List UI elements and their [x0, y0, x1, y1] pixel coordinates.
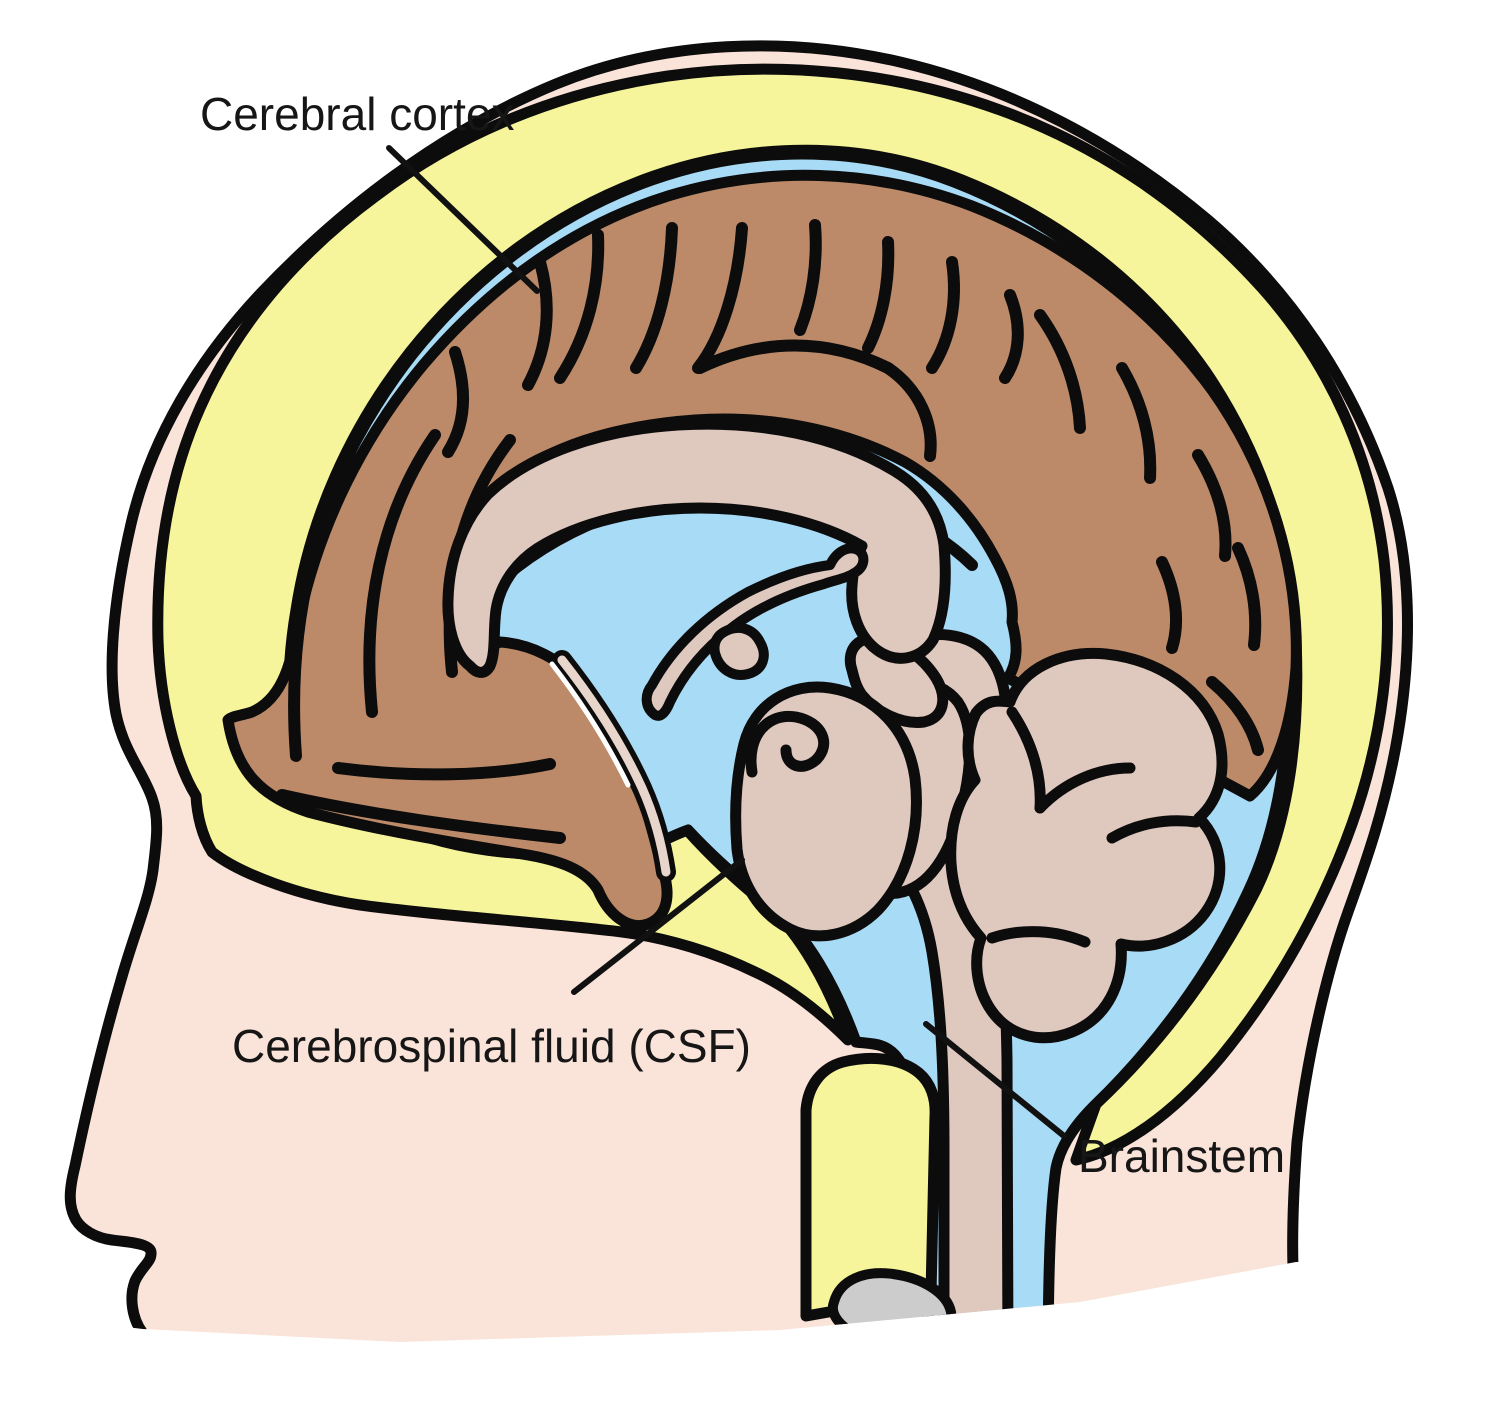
vertebra-bone [800, 1052, 941, 1322]
cerebral-cortex [222, 169, 1302, 931]
label-cerebral-cortex: Cerebral cortex [200, 88, 514, 140]
fornix [641, 543, 869, 721]
label-brainstem: Brainstem [1078, 1130, 1285, 1182]
cerebellum [945, 647, 1228, 1044]
septum-strip [549, 650, 676, 882]
csf-leader-line [571, 857, 745, 995]
pons-curl-line [745, 710, 830, 778]
anterior-commissure [709, 622, 769, 680]
cerebellum-folia-lines [986, 706, 1202, 948]
cortex-leader-line [386, 145, 540, 294]
brainstem-leader-line [923, 1021, 1067, 1139]
label-csf: Cerebrospinal fluid (CSF) [232, 1020, 751, 1072]
corpus-callosum [442, 418, 951, 678]
leader-lines [386, 145, 1067, 1139]
